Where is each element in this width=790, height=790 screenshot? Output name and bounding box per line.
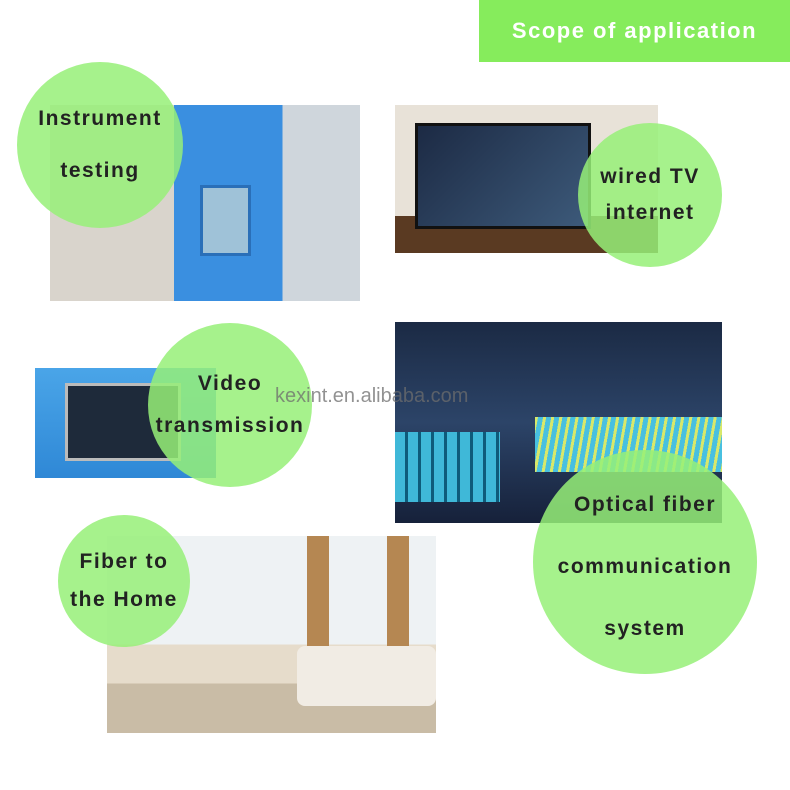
label-optical-fiber-communication: Optical fiber communication system	[533, 450, 757, 674]
label-line: internet	[605, 201, 695, 224]
label-line: Video	[197, 372, 263, 395]
label-line: testing	[60, 159, 140, 182]
label-line: transmission	[155, 414, 305, 437]
label-line: Instrument	[38, 107, 162, 130]
label-line: system	[604, 617, 686, 640]
section-title: Scope of application	[479, 0, 790, 62]
label-fiber-to-the-home: Fiber to the Home	[58, 515, 190, 647]
label-video-transmission: Video transmission	[148, 323, 312, 487]
label-line: communication	[557, 555, 733, 578]
label-line: the Home	[70, 588, 178, 611]
label-line: wired TV	[600, 165, 700, 188]
label-wired-tv-internet: wired TV internet	[578, 123, 722, 267]
label-line: Optical fiber	[573, 493, 717, 516]
label-line: Fiber to	[79, 550, 169, 573]
label-instrument-testing: Instrument testing	[17, 62, 183, 228]
watermark: kexint.en.alibaba.com	[275, 385, 469, 407]
